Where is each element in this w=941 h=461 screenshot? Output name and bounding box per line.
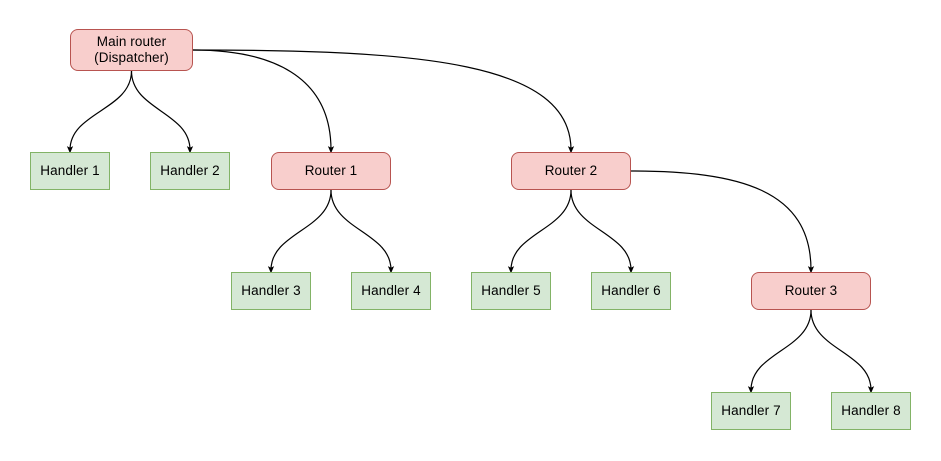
node-handler-3[interactable]: Handler 3 [231, 272, 311, 310]
node-handler-4[interactable]: Handler 4 [351, 272, 431, 310]
node-main-router[interactable]: Main router (Dispatcher) [70, 29, 193, 71]
edge-main-router-to-router-2 [192, 49, 575, 154]
node-router-2[interactable]: Router 2 [511, 152, 631, 190]
node-handler-7[interactable]: Handler 7 [711, 392, 791, 430]
node-handler-5[interactable]: Handler 5 [471, 272, 551, 310]
node-label-router-2: Router 2 [544, 163, 598, 179]
edges-group [66, 49, 875, 394]
node-label-router-1: Router 1 [304, 163, 358, 179]
node-router-1[interactable]: Router 1 [271, 152, 391, 190]
node-label-main-router: Main router (Dispatcher) [94, 34, 169, 65]
node-label-handler-2: Handler 2 [160, 163, 220, 179]
edge-main-router-to-handler-2 [130, 70, 194, 154]
node-label-handler-6: Handler 6 [601, 283, 661, 299]
edge-router-2-to-handler-5 [507, 189, 572, 274]
edge-router-2-to-handler-6 [570, 189, 635, 274]
node-router-3[interactable]: Router 3 [751, 272, 871, 310]
node-label-handler-1: Handler 1 [40, 163, 100, 179]
edge-router-3-to-handler-7 [747, 309, 812, 394]
edge-main-router-to-router-1 [192, 49, 335, 154]
node-handler-8[interactable]: Handler 8 [831, 392, 911, 430]
edge-main-router-to-handler-1 [66, 70, 133, 154]
edge-router-1-to-handler-3 [267, 189, 332, 274]
node-label-handler-8: Handler 8 [841, 403, 901, 419]
node-label-router-3: Router 3 [784, 283, 838, 299]
node-label-handler-7: Handler 7 [721, 403, 781, 419]
node-label-handler-3: Handler 3 [241, 283, 301, 299]
node-label-handler-4: Handler 4 [361, 283, 421, 299]
edge-router-2-to-router-3 [630, 170, 815, 274]
node-handler-1[interactable]: Handler 1 [30, 152, 110, 190]
node-label-handler-5: Handler 5 [481, 283, 541, 299]
node-handler-6[interactable]: Handler 6 [591, 272, 671, 310]
node-handler-2[interactable]: Handler 2 [150, 152, 230, 190]
edge-router-3-to-handler-8 [810, 309, 875, 394]
edge-router-1-to-handler-4 [330, 189, 395, 274]
